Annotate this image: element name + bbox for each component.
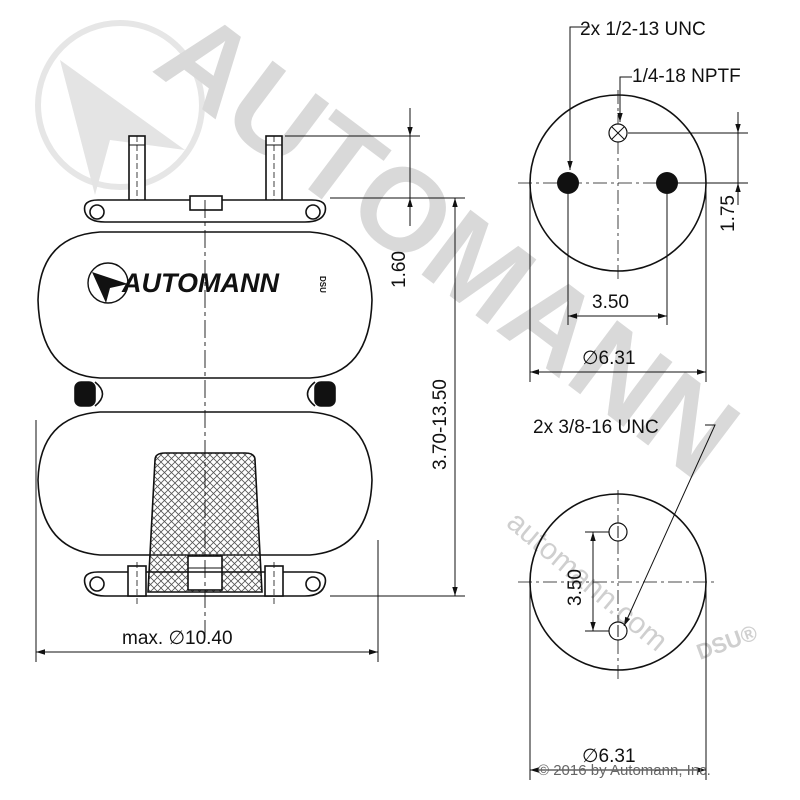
watermark-url: automann.com [501,505,674,658]
girdle-ring-left [74,381,96,407]
bottom-bolt-hole-top-icon [608,522,628,542]
logo-arrow-icon [87,262,129,304]
bottom-bolt-left [127,562,147,604]
side-dimensions [35,108,465,662]
watermark-suffix: DSU® [693,620,760,665]
spring-logo: AUTOMANN DSU [87,262,327,304]
max-diameter-label: max. ∅10.40 [122,628,233,649]
height-flange-label: 1.60 [389,251,410,288]
bottom-spacing-label: 3.50 [565,569,586,606]
height-range-label: 3.70-13.50 [430,379,451,470]
copyright-notice: © 2016 by Automann, Inc. [538,762,711,779]
air-port-icon [608,123,628,143]
spring-logo-text: AUTOMANN [121,268,279,298]
top-port-label: 1/4-18 NPTF [632,66,741,87]
top-stud-right [265,135,283,207]
spring-logo-suffix: DSU [318,276,327,293]
bottom-bolts-label: 2x 3/8-16 UNC [533,417,659,438]
girdle-ring-right [314,381,336,407]
bottom-diameter-label: ∅6.31 [582,746,636,767]
top-plate-view [518,26,748,382]
top-offset-label: 1.75 [718,195,739,232]
top-spacing-label: 3.50 [592,292,629,313]
bottom-bolt-right [264,562,284,604]
top-stud-hole-left [557,172,579,194]
top-stud-hole-right [656,172,678,194]
top-stud-left [128,135,146,207]
watermark-logo-arrow-icon [60,60,185,195]
side-view [37,135,373,640]
top-diameter-label: ∅6.31 [582,348,636,369]
watermark-logo-circle [35,20,205,190]
top-studs-label: 2x 1/2-13 UNC [580,19,706,40]
top-air-port [189,195,223,211]
bottom-bead-plate [83,571,327,597]
bottom-plate-view [518,424,718,780]
